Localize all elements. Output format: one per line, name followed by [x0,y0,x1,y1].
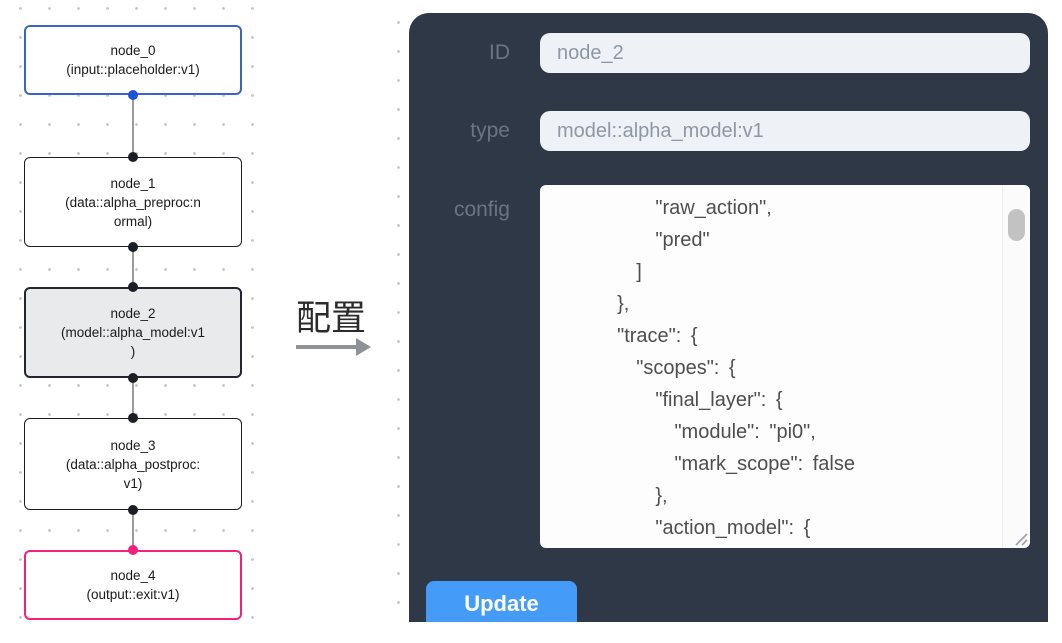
node-node_3[interactable]: node_3 (data::alpha_postproc: v1) [24,418,242,510]
edge-node0-node1 [132,95,134,157]
update-button[interactable]: Update [426,581,577,622]
node-title: node_0 [110,43,156,58]
connection-handle[interactable] [128,242,138,252]
node-subtitle: (data::alpha_postproc: [65,456,201,472]
node-subtitle: (model::alpha_model:v1 [60,325,206,340]
connection-handle[interactable] [128,152,138,162]
edge-node3-node4 [132,510,134,551]
scrollbar[interactable] [1002,185,1030,548]
connection-handle[interactable] [128,505,138,515]
connection-handle[interactable] [128,373,138,383]
node-subtitle: (input::placeholder:v1) [66,62,200,77]
connection-handle[interactable] [128,545,138,555]
node-title: node_4 [110,568,156,583]
node-subtitle: ormal) [113,213,153,229]
scrollbar-thumb[interactable] [1008,209,1025,241]
id-label: ID [489,41,510,64]
arrow-head [356,338,371,356]
node-node_0[interactable]: node_0 (input::placeholder:v1) [24,25,242,95]
node-subtitle: ) [130,344,136,359]
config-textarea[interactable]: "raw_action", "pred" ] }, "trace": { "sc… [540,185,1030,548]
node-subtitle: (data::alpha_preproc:n [65,194,201,210]
node-title: node_1 [110,175,156,191]
node-node_2-selected[interactable]: node_2 (model::alpha_model:v1 ) [24,287,242,378]
node-title: node_2 [110,306,156,321]
node-subtitle: (output::exit:v1) [86,587,180,602]
node-node_1[interactable]: node_1 (data::alpha_preproc:n ormal) [24,157,242,247]
config-label: config [453,198,510,221]
resize-handle-icon[interactable] [1012,530,1028,546]
id-input[interactable]: node_2 [540,33,1030,73]
node-node_4[interactable]: node_4 (output::exit:v1) [24,550,242,620]
config-json-text: "raw_action", "pred" ] }, "trace": { "sc… [598,197,855,539]
connection-handle[interactable] [128,90,138,100]
connection-handle[interactable] [128,413,138,423]
type-label: type [470,119,510,142]
right-arrow-icon [296,338,376,356]
type-input[interactable]: model::alpha_model:v1 [540,111,1030,151]
edge-node1-node2 [132,247,134,287]
node-config-panel: ID node_2 type model::alpha_model:v1 con… [409,13,1048,622]
arrow-shaft [296,345,358,349]
edge-node2-node3 [132,378,134,418]
node-subtitle: v1) [123,475,143,491]
connection-handle[interactable] [128,282,138,292]
configure-label: 配置 [296,299,367,338]
flow-canvas[interactable]: node_0 (input::placeholder:v1) node_1 (d… [0,0,272,643]
node-title: node_3 [110,437,156,453]
